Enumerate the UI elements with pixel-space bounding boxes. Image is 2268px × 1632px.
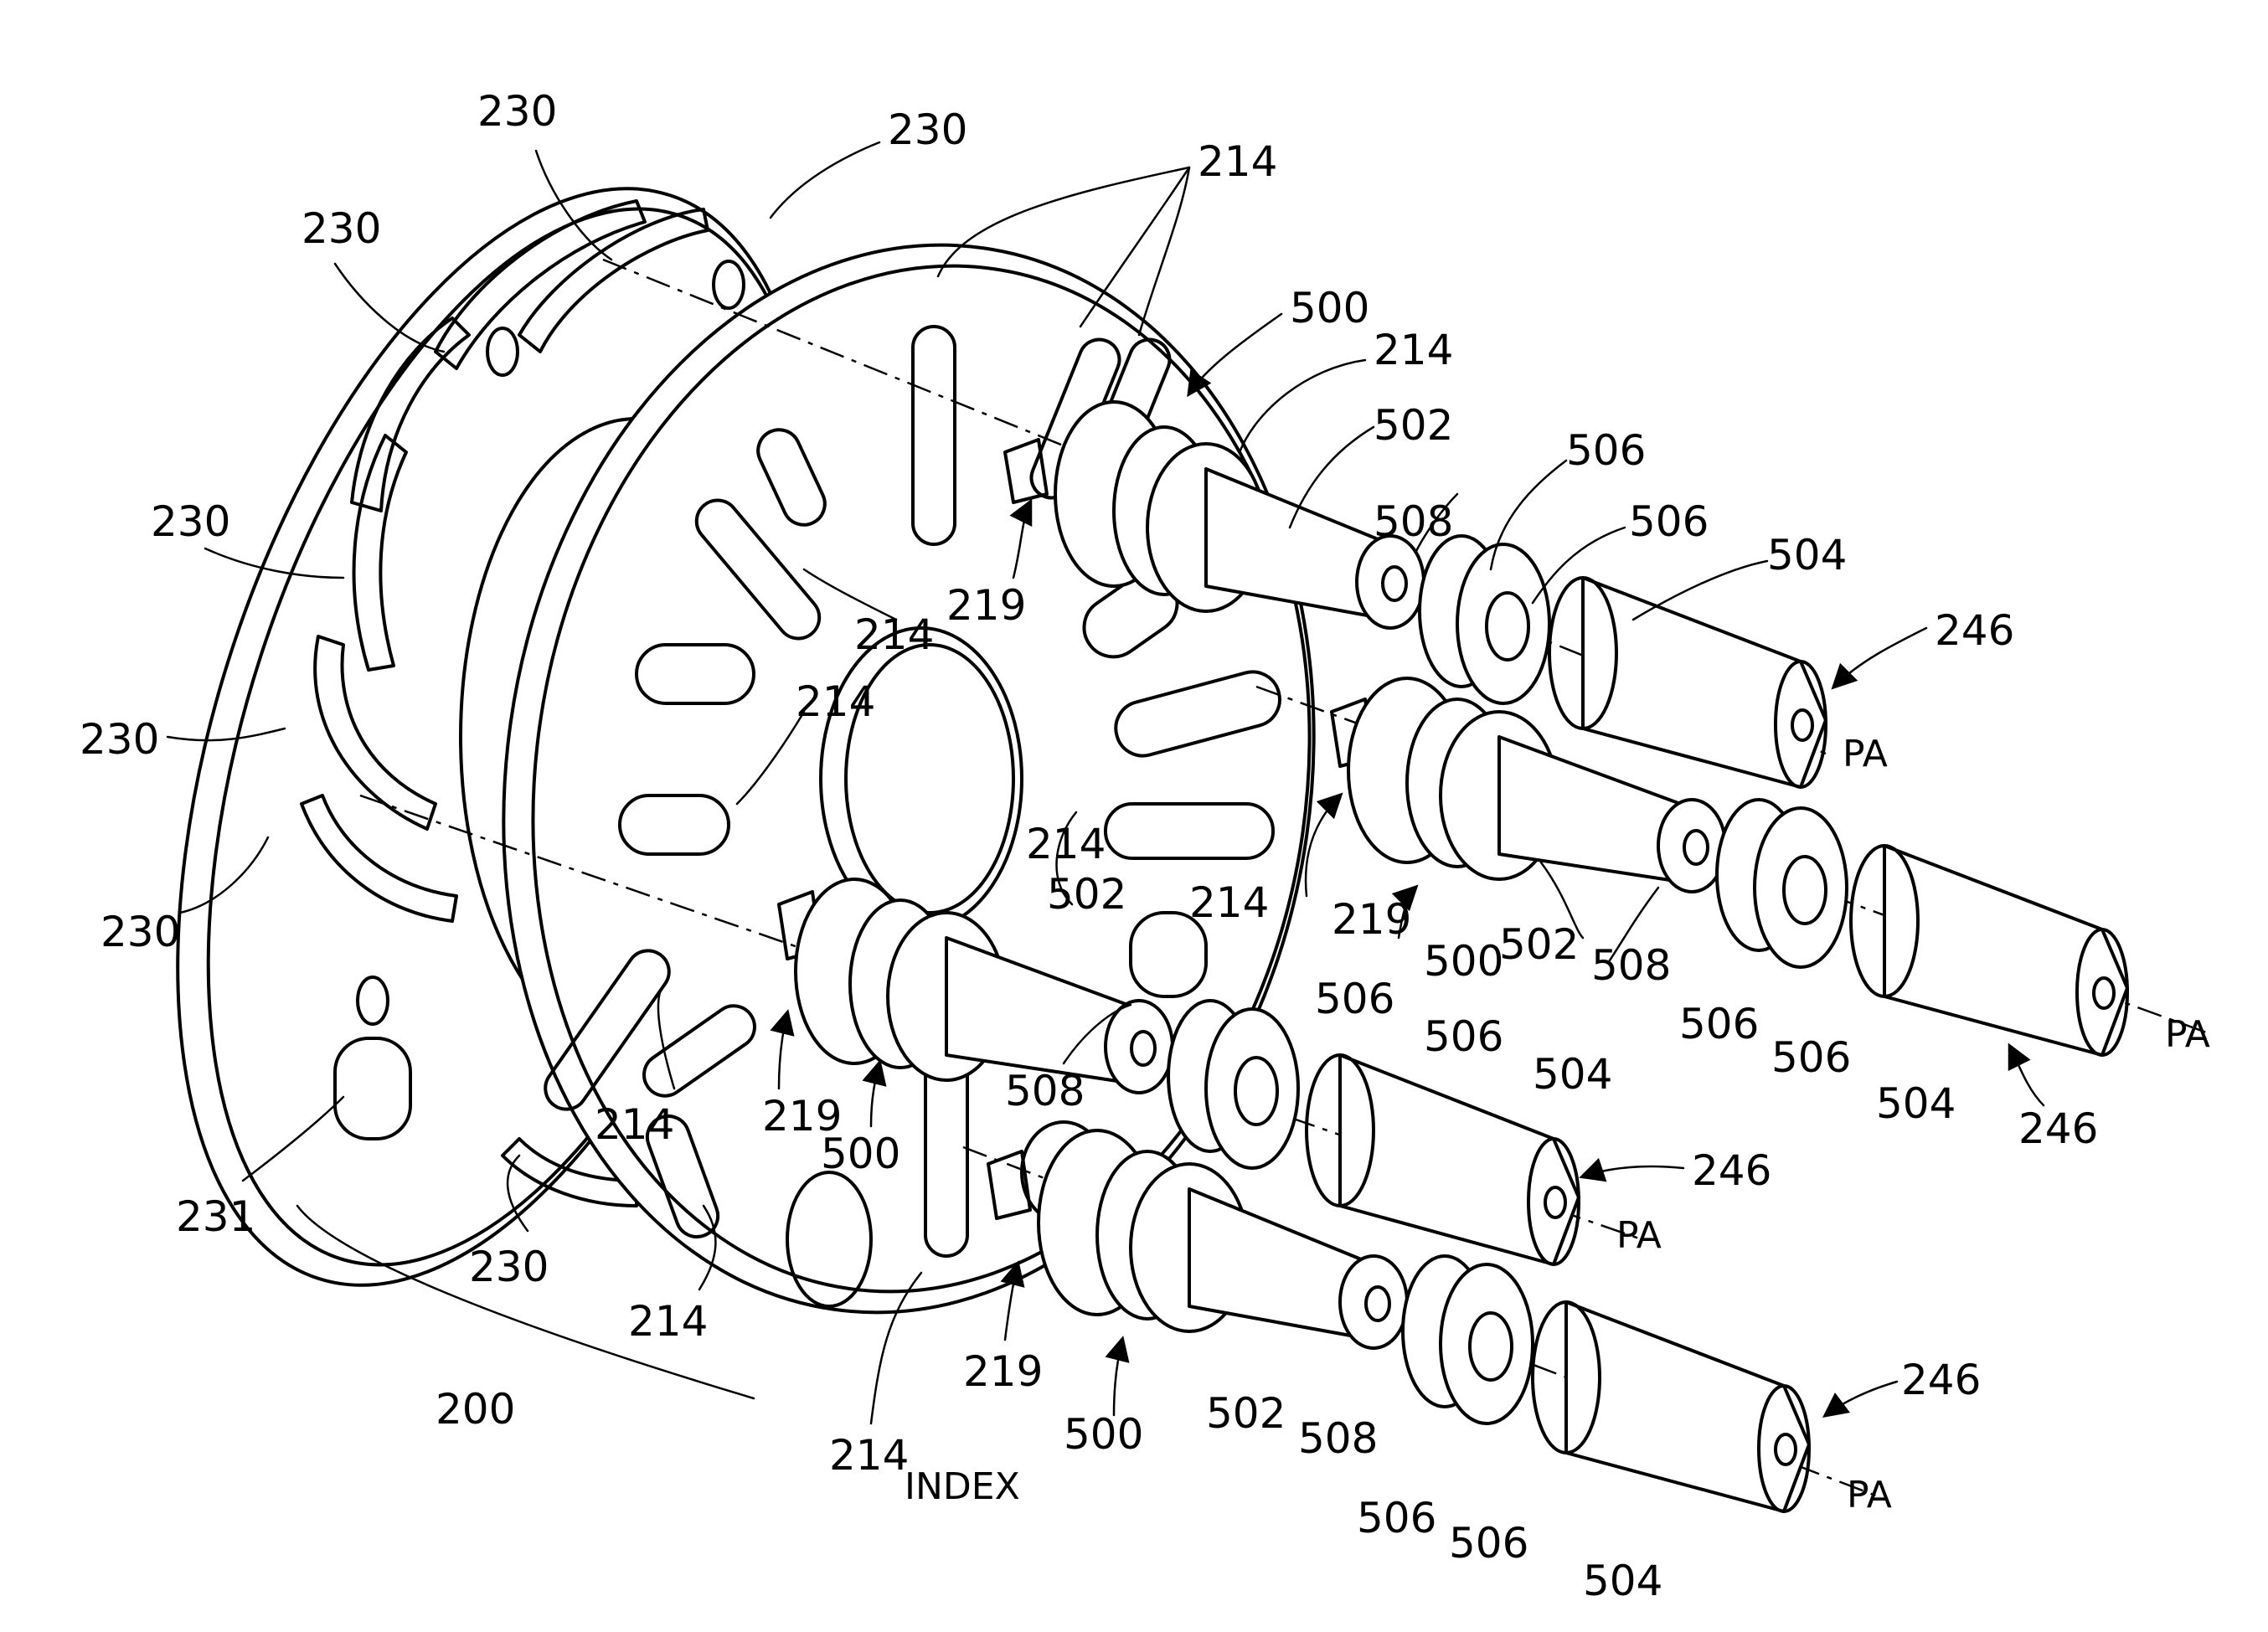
label-pa: PA [1847,1474,1892,1516]
label-246: 246 [1935,606,2014,655]
label-506: 506 [1449,1519,1528,1568]
label-214: 214 [796,677,875,726]
label-508: 508 [1298,1414,1378,1463]
label-506: 506 [1424,1012,1503,1061]
label-pa: PA [1843,733,1888,775]
label-219: 219 [946,581,1026,630]
label-508: 508 [1374,497,1453,546]
label-230: 230 [302,204,381,253]
label-200: 200 [436,1385,515,1434]
label-214: 214 [1026,820,1106,868]
front-disc [436,192,1382,1365]
label-502: 502 [1047,870,1126,919]
label-214: 214 [1374,326,1453,374]
label-230: 230 [151,497,230,546]
label-pa: PA [2165,1013,2210,1056]
label-pa: PA [1616,1214,1662,1257]
label-502: 502 [1374,401,1453,450]
label-230: 230 [80,715,159,764]
label-506: 506 [1357,1494,1436,1542]
label-506: 506 [1679,1000,1759,1048]
label-508: 508 [1591,941,1671,990]
label-219: 219 [963,1347,1043,1396]
label-500: 500 [821,1130,900,1178]
label-214: 214 [595,1100,674,1149]
label-246: 246 [1692,1146,1771,1195]
label-219: 219 [1332,895,1411,944]
label-214: 214 [829,1431,909,1480]
label-214: 214 [1189,878,1269,927]
label-506: 506 [1315,975,1394,1023]
label-500: 500 [1290,284,1369,332]
label-214: 214 [628,1297,708,1346]
label-231: 231 [176,1192,255,1241]
label-500: 500 [1424,937,1503,986]
label-230: 230 [477,87,557,136]
label-230: 230 [101,908,180,956]
label-508: 508 [1005,1067,1085,1115]
label-502: 502 [1499,920,1579,969]
label-214: 214 [854,610,934,659]
label-246: 246 [2018,1104,2098,1153]
label-502: 502 [1206,1389,1286,1438]
label-504: 504 [1767,531,1847,579]
label-506: 506 [1771,1033,1851,1082]
label-506: 506 [1566,426,1646,475]
label-214: 214 [1198,137,1277,186]
label-index: INDEX [905,1465,1020,1508]
label-506: 506 [1629,497,1709,546]
label-504: 504 [1583,1557,1662,1605]
label-504: 504 [1876,1079,1956,1128]
label-504: 504 [1533,1050,1612,1099]
label-230: 230 [469,1243,549,1291]
label-246: 246 [1901,1356,1981,1404]
label-500: 500 [1064,1410,1143,1459]
label-230: 230 [888,106,967,154]
